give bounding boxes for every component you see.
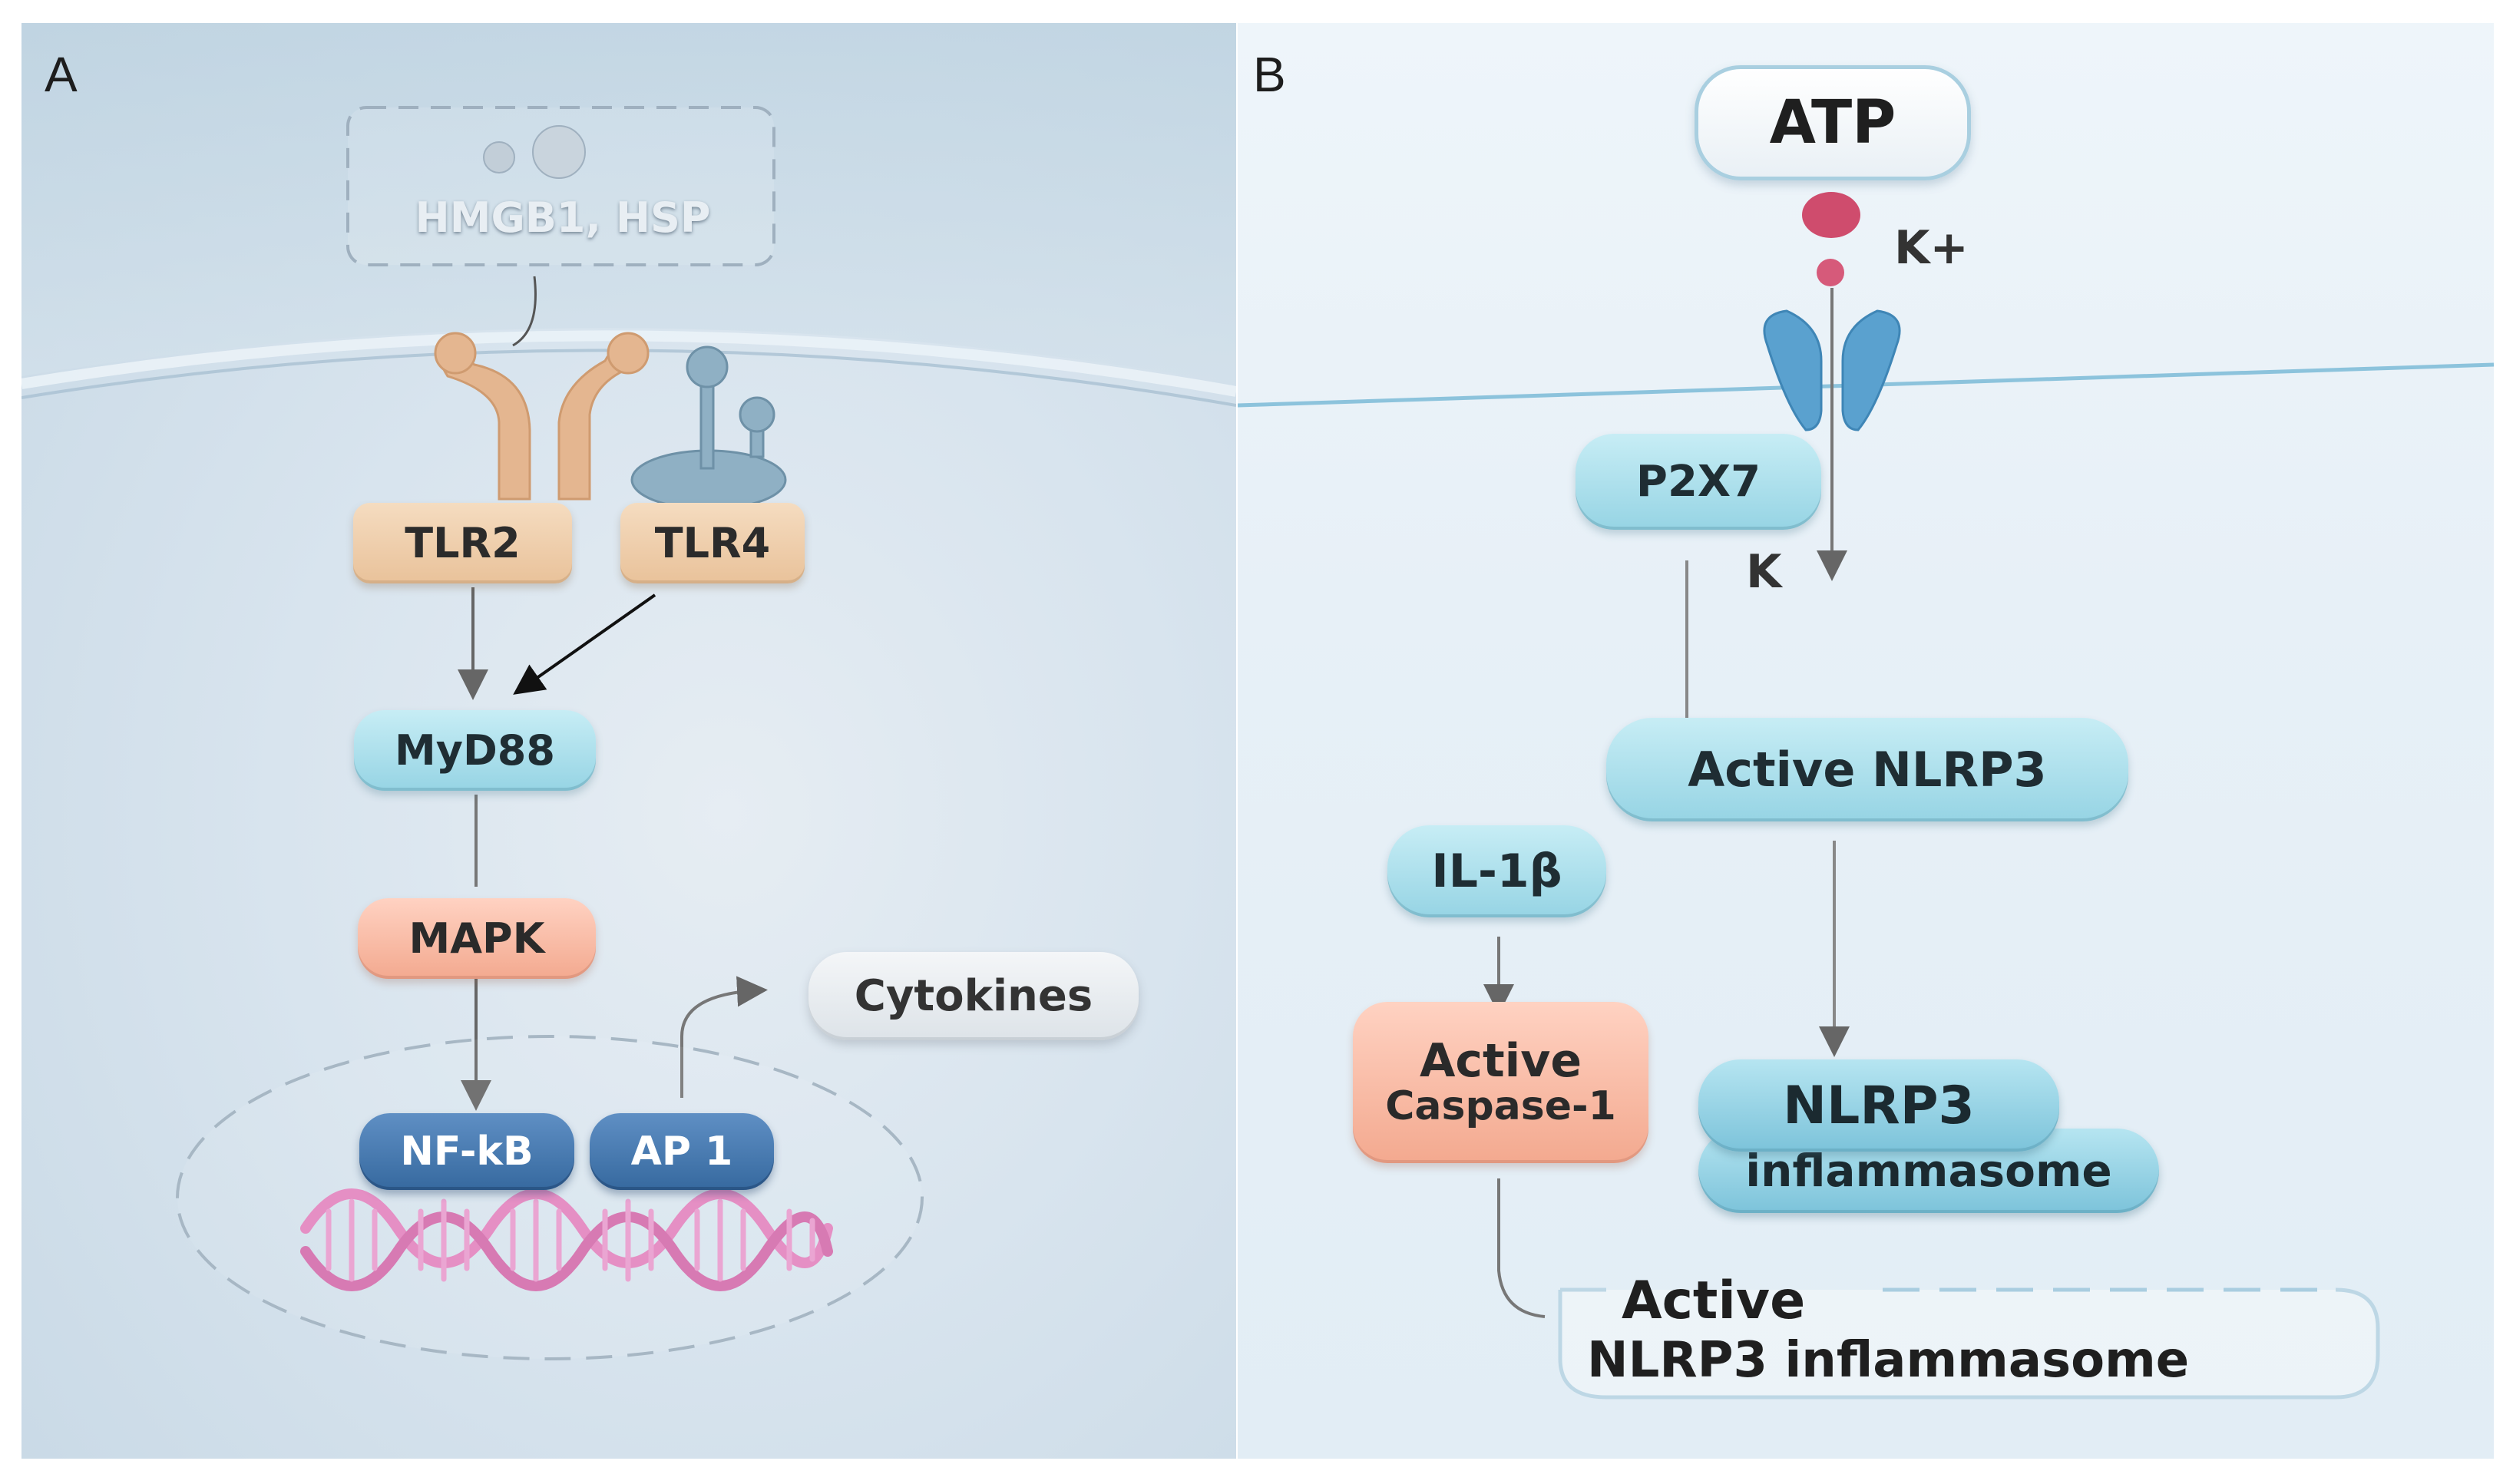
panel-b-nlrp3-pathway: B ATP K+ P2X7 K Active NLRP3 IL-1β Activ… <box>1238 23 2494 1459</box>
panel-a-tlr-pathway: A HMGB1, HSP TLR2 TLR4 MyD88 MAPK Cytoki… <box>21 23 1236 1459</box>
atp-node: ATP <box>1695 65 1971 180</box>
panel-b-graphics <box>1238 192 2494 1400</box>
ligand-box <box>346 106 775 266</box>
p2x7-channel-shape <box>1763 309 1901 431</box>
k-ion-large <box>1802 192 1860 238</box>
arrow-tlr4-myd88 <box>513 593 656 695</box>
k-plus-label: K+ <box>1894 221 1969 275</box>
panel-letter-a: A <box>45 47 78 102</box>
cytokines-node: Cytokines <box>808 952 1139 1040</box>
active-nlrp3-node: Active NLRP3 <box>1606 718 2128 821</box>
il1b-node: IL-1β <box>1387 825 1606 917</box>
arrow-ap1-cytokines <box>680 976 768 1098</box>
active-caspase1-line1: Active <box>1419 1034 1582 1089</box>
line-caspase-active-inflammasome <box>1497 1178 1546 1318</box>
active-inflammasome-line1: Active <box>1622 1271 1806 1331</box>
active-inflammasome-outline <box>1558 1287 2380 1400</box>
tlr2-receptor-shape <box>434 332 650 501</box>
k-label: K <box>1746 545 1782 599</box>
panel-a-graphics <box>21 23 1236 1360</box>
active-inflammasome-line2: NLRP3 inflammasome <box>1587 1332 2190 1389</box>
tlr4-node: TLR4 <box>620 503 805 583</box>
mapk-node: MAPK <box>358 898 596 979</box>
nlrp3-node: NLRP3 <box>1698 1059 2059 1152</box>
active-caspase1-node: Active Caspase-1 <box>1353 1002 1648 1163</box>
panel-letter-b: B <box>1253 47 1286 102</box>
dna-helix <box>300 1188 833 1291</box>
nfkb-node: NF-kB <box>359 1113 574 1190</box>
ligand-molecule-large <box>532 125 586 179</box>
myd88-node: MyD88 <box>354 710 596 791</box>
k-ion-small <box>1817 259 1844 286</box>
tlr4-receptor-shape <box>630 345 787 511</box>
ap1-node: AP 1 <box>590 1113 774 1190</box>
ligand-label: HMGB1, HSP <box>415 193 711 242</box>
tlr2-node: TLR2 <box>353 503 572 583</box>
active-caspase1-line2: Caspase-1 <box>1385 1083 1616 1130</box>
ligand-molecule-small <box>483 141 515 174</box>
cell-membrane <box>21 23 1236 384</box>
p2x7-node: P2X7 <box>1576 434 1821 530</box>
